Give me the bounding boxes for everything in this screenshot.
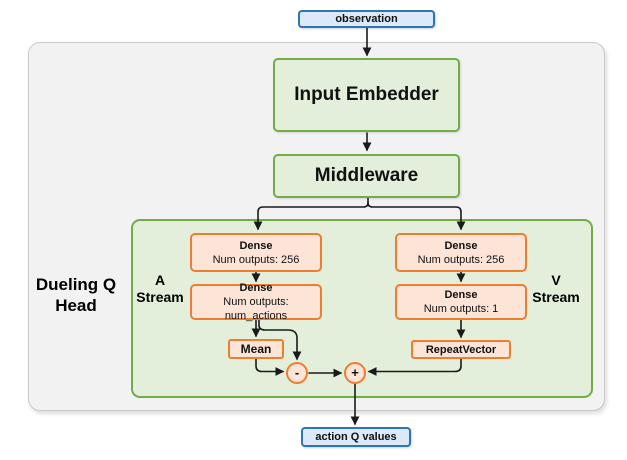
v-stream-label-line2: Stream xyxy=(532,289,580,305)
dense-a2-text: Dense Num outputs: num_actions xyxy=(192,281,320,323)
dense-a1-subtitle: Num outputs: 256 xyxy=(212,253,300,266)
a-stream-label: A Stream xyxy=(133,272,187,306)
observation-node: observation xyxy=(298,10,435,28)
dense-v1-node: Dense Num outputs: 256 xyxy=(395,233,527,272)
mean-label: Mean xyxy=(240,342,272,356)
dense-a2-node: Dense Num outputs: num_actions xyxy=(190,281,322,323)
dense-a2-title: Dense xyxy=(239,282,273,294)
repeat-vector-node: RepeatVector xyxy=(411,340,511,359)
action-q-values-node: action Q values xyxy=(301,427,411,447)
mean-node: Mean xyxy=(228,339,284,359)
middleware-label: Middleware xyxy=(314,165,419,186)
dense-v1-subtitle: Num outputs: 256 xyxy=(417,253,505,266)
minus-operator-node: - xyxy=(286,362,308,384)
dueling-q-head-label-line2: Head xyxy=(55,296,97,315)
input-embedder-node: Input Embedder xyxy=(273,58,460,132)
a-stream-label-line1: A xyxy=(154,272,166,288)
v-stream-label-line1: V xyxy=(551,272,561,288)
plus-operator-label: + xyxy=(351,365,359,380)
minus-operator-label: - xyxy=(294,365,300,380)
action-q-values-label: action Q values xyxy=(315,431,397,443)
dense-a1-node: Dense Num outputs: 256 xyxy=(190,233,322,272)
dense-a1-text: Dense Num outputs: 256 xyxy=(213,239,300,267)
dense-v2-text: Dense Num outputs: 1 xyxy=(424,288,499,316)
dense-v1-text: Dense Num outputs: 256 xyxy=(418,239,505,267)
middleware-node: Middleware xyxy=(273,154,460,198)
dense-v2-node: Dense Num outputs: 1 xyxy=(395,284,527,320)
repeat-vector-label: RepeatVector xyxy=(425,343,497,356)
dueling-q-head-label-line1: Dueling Q xyxy=(35,275,117,294)
dense-v2-subtitle: Num outputs: 1 xyxy=(423,303,499,315)
dueling-q-head-label: Dueling Q Head xyxy=(20,274,132,316)
a-stream-label-line2: Stream xyxy=(136,289,184,305)
v-stream-label: V Stream xyxy=(526,272,586,306)
dense-v2-title: Dense xyxy=(444,289,478,301)
dense-a1-title: Dense xyxy=(239,239,273,252)
input-embedder-label: Input Embedder xyxy=(294,84,439,105)
dense-v1-title: Dense xyxy=(444,239,478,252)
plus-operator-node: + xyxy=(344,362,366,384)
observation-label: observation xyxy=(335,13,398,25)
dense-a2-subtitle: Num outputs: num_actions xyxy=(223,296,289,322)
